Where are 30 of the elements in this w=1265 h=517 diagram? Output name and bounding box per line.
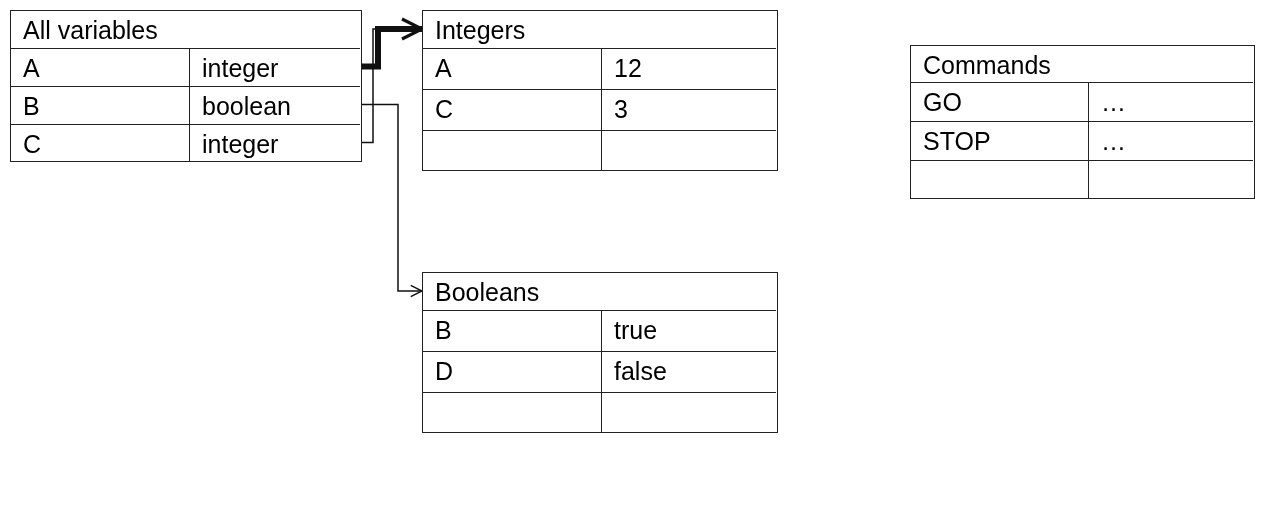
table-cell: D <box>423 350 601 392</box>
table-cell: B <box>11 85 189 124</box>
table-cell: integer <box>189 47 360 86</box>
table-cell: 12 <box>601 47 776 89</box>
table-cell <box>601 129 776 171</box>
table-cell: … <box>1088 120 1253 160</box>
table-cell: true <box>601 309 776 351</box>
arrow <box>360 17 424 70</box>
table-cell: C <box>423 88 601 130</box>
table-cell: false <box>601 350 776 392</box>
table-cell: GO <box>911 81 1088 121</box>
table-cell: A <box>11 47 189 86</box>
table-title: Booleans <box>435 277 540 307</box>
table <box>422 10 778 171</box>
table-cell: B <box>423 309 601 351</box>
table-cell: integer <box>189 123 360 162</box>
table <box>10 10 362 162</box>
table <box>910 45 1255 199</box>
table-cell <box>601 391 776 433</box>
table-cell <box>1088 159 1253 199</box>
table-cell: … <box>1088 81 1253 121</box>
table-cell: 3 <box>601 88 776 130</box>
table <box>422 272 778 433</box>
table-cell: A <box>423 47 601 89</box>
table-cell: boolean <box>189 85 360 124</box>
table-title: All variables <box>23 15 158 45</box>
table-cell: C <box>11 123 189 162</box>
table-cell: STOP <box>911 120 1088 160</box>
table-title: Commands <box>923 50 1051 80</box>
table-title: Integers <box>435 15 526 45</box>
